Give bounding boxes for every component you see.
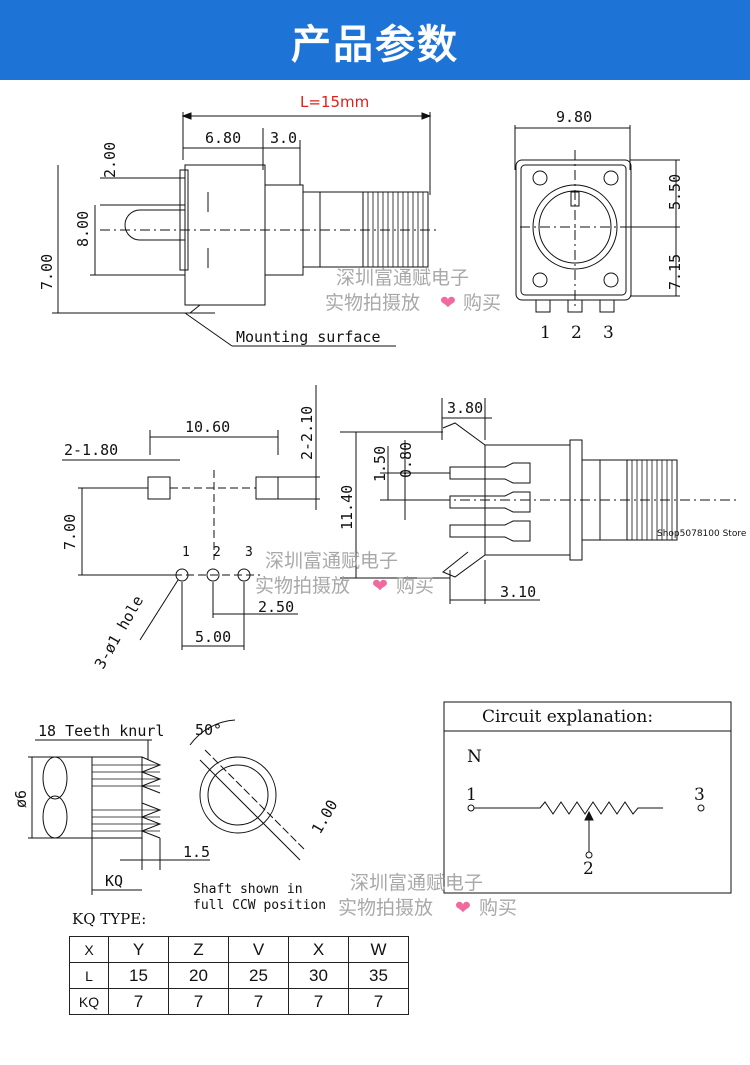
- dim-label: 2-2.10: [298, 406, 316, 460]
- dim-label: 8.00: [74, 211, 92, 247]
- pin-number: 3: [603, 323, 614, 343]
- table-cell: V: [228, 936, 289, 963]
- table-cell: 7: [348, 988, 409, 1015]
- heart-icon: ❤: [440, 292, 456, 314]
- table-cell: 30: [288, 962, 349, 989]
- front-view: 9.80 5.50 7.15 1 2 3: [514, 108, 684, 343]
- pin-number: 1: [182, 545, 190, 560]
- shaft-note: Shaft shown in: [193, 882, 303, 897]
- pin-number: 3: [245, 545, 253, 560]
- dim-label: 11.40: [338, 485, 356, 530]
- pcb-footprint: 10.60 2-1.80 2-2.10 7.00 1 2 3 2.50 5.00…: [61, 385, 320, 672]
- pin-number: 1: [540, 323, 551, 343]
- dim-label: 7.15: [666, 254, 684, 290]
- kq-table-title: KQ TYPE:: [72, 910, 147, 928]
- table-cell: 20: [168, 962, 229, 989]
- pin-number: 2: [583, 859, 594, 879]
- table-cell: KQ: [69, 988, 109, 1015]
- table-cell: 35: [348, 962, 409, 989]
- side-view-terminals: 3.80 1.50 0.80 11.40 3.10 Shop50781: [338, 398, 747, 604]
- table-cell: 25: [228, 962, 289, 989]
- overall-length-label: L=15mm: [300, 93, 369, 111]
- pin-number: 2: [571, 323, 582, 343]
- mounting-surface-label: Mounting surface: [236, 328, 381, 346]
- angle-label: 50°: [195, 721, 222, 739]
- table-cell: 15: [108, 962, 169, 989]
- dim-label: 3.0: [270, 129, 297, 147]
- step-label: 1.5: [183, 843, 210, 861]
- watermark-line: 实物拍摄放: [338, 897, 433, 919]
- table-cell: Z: [168, 936, 229, 963]
- table-cell: 7: [108, 988, 169, 1015]
- watermark-line: 深圳富通赋电子: [336, 267, 469, 289]
- circuit-box: Circuit explanation: N 1 3 2: [443, 701, 732, 894]
- dim-label: 7.00: [61, 514, 79, 550]
- table-cell: X: [69, 936, 109, 963]
- table-cell: W: [348, 936, 409, 963]
- kq-table: X Y Z V X W L 15 20 25 30 35 KQ 7 7 7 7 …: [69, 936, 409, 1015]
- pin-number: 3: [694, 785, 705, 805]
- dim-label: 2.50: [258, 598, 294, 616]
- shaft-detail: 18 Teeth knurl ø6 1.5 KQ Shaft shown in …: [12, 719, 342, 913]
- table-cell: L: [69, 962, 109, 989]
- dim-label: 2-1.80: [64, 441, 118, 459]
- pin-number: 2: [213, 545, 221, 560]
- watermark-line: 购买: [396, 575, 434, 597]
- title-banner: 产品参数: [0, 0, 750, 80]
- dim-label: 0.80: [397, 442, 415, 478]
- heart-icon: ❤: [455, 897, 471, 919]
- table-row: KQ 7 7 7 7 7: [69, 988, 409, 1015]
- circuit-title: Circuit explanation:: [482, 707, 653, 727]
- heart-icon: ❤: [372, 575, 388, 597]
- dim-label: 9.80: [556, 108, 592, 126]
- table-row: L 15 20 25 30 35: [69, 962, 409, 989]
- watermark-line: 深圳富通赋电子: [265, 550, 398, 572]
- hole-label: 3-ø1 hole: [91, 593, 147, 672]
- dim-label: 2.00: [101, 142, 119, 178]
- knurl-label: 18 Teeth knurl: [38, 722, 164, 740]
- table-cell: 7: [228, 988, 289, 1015]
- dim-label: 3.80: [447, 399, 483, 417]
- dim-label: 7.00: [38, 254, 56, 290]
- flat-depth-label: 1.00: [308, 797, 342, 837]
- watermark-line: 实物拍摄放: [255, 575, 350, 597]
- dim-label: 6.80: [205, 129, 241, 147]
- watermark-line: 购买: [463, 292, 501, 314]
- dim-label: 5.50: [666, 174, 684, 210]
- dim-label: 1.50: [371, 446, 389, 482]
- watermark: 深圳富通赋电子 实物拍摄放 ❤ 购买: [325, 267, 501, 314]
- watermark: 深圳富通赋电子 实物拍摄放 ❤ 购买: [338, 872, 517, 919]
- watermark: 深圳富通赋电子 实物拍摄放 ❤ 购买: [255, 550, 434, 597]
- table-header-row: X Y Z V X W: [69, 936, 409, 963]
- table-cell: 7: [168, 988, 229, 1015]
- watermark-line: 购买: [479, 897, 517, 919]
- watermark-line: 实物拍摄放: [325, 292, 420, 314]
- dim-label: 3.10: [500, 583, 536, 601]
- side-view: L=15mm 6.80 3.0 2.00: [38, 93, 440, 347]
- shaft-note: full CCW position: [193, 898, 326, 913]
- dim-label: 10.60: [185, 418, 230, 436]
- table-cell: 7: [288, 988, 349, 1015]
- pin-number: 1: [466, 785, 477, 805]
- circuit-letter: N: [467, 747, 482, 767]
- kq-label: KQ: [105, 872, 123, 890]
- page-title: 产品参数: [291, 22, 459, 68]
- dim-label: 5.00: [195, 628, 231, 646]
- shop-text: Shop5078100 Store: [657, 529, 747, 539]
- table-cell: X: [288, 936, 349, 963]
- table-cell: Y: [108, 936, 169, 963]
- diameter-label: ø6: [12, 790, 30, 808]
- watermark-line: 深圳富通赋电子: [350, 872, 483, 894]
